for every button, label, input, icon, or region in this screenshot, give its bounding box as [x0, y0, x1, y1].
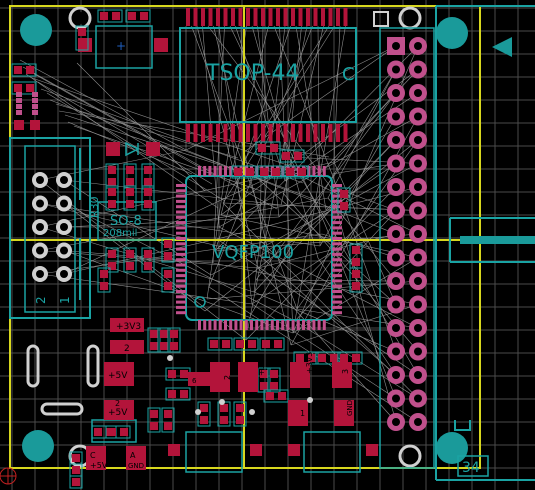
so8-sub-label: 208mil [103, 228, 137, 239]
left-connector[interactable]: 2 1 [9, 137, 91, 319]
tsop44-footprint[interactable]: TSOP-44 C [179, 8, 357, 142]
lbl-6: 6 [192, 377, 197, 385]
conn-pin1-label: 1 [58, 296, 72, 304]
diode-footprint[interactable] [106, 141, 160, 157]
lbl-1: 1 [300, 409, 305, 418]
smd-components[interactable] [11, 9, 363, 489]
slot-holes [26, 344, 100, 416]
rail-5v-c-label: +5V [90, 461, 108, 470]
tsop-label: TSOP-44 [205, 61, 299, 86]
square-pad[interactable] [373, 11, 389, 27]
mounting-hole-top-left [20, 14, 52, 46]
rail-3v3b-label: +3V3 [305, 352, 314, 374]
rail-2b-label: 2 [115, 399, 120, 408]
rail-2-label: 2 [124, 344, 130, 354]
right-header-connector[interactable]: 34 [379, 5, 535, 481]
mounting-holes[interactable] [20, 14, 468, 464]
r30-label: R30 [88, 196, 101, 218]
pin1-marker-icon [492, 37, 512, 57]
component-labels: +3V3 2 +5V +5V 2 2 +1V2 +3V3 3 1 GND C +… [86, 318, 354, 470]
vqfp100-footprint[interactable]: VQFP100 [176, 166, 342, 330]
rail-2c-label: 2 [223, 375, 232, 380]
rail-1v2-label: +1V2 [257, 354, 266, 376]
rail-5v-b-label: +5V [108, 408, 128, 418]
mounting-hole-top-right [436, 17, 468, 49]
origin-marker-icon [0, 467, 17, 485]
conn-pin2-label: 2 [34, 296, 48, 304]
rail-3-label: 3 [341, 369, 350, 374]
so8-footprint[interactable]: SO-8 208mil R30 [88, 196, 157, 241]
crystal-footprint[interactable]: + [78, 25, 168, 69]
pin34-label: 34 [462, 460, 480, 476]
rail-3v3-label: +3V3 [116, 322, 141, 332]
vqfp-label: VQFP100 [212, 242, 294, 263]
mounting-hole-bottom-left [22, 430, 54, 462]
rail-5v-a-label: +5V [108, 371, 128, 381]
c-label: C [90, 451, 96, 460]
regulator-pads[interactable] [168, 444, 378, 456]
svg-text:+: + [116, 39, 126, 53]
gnd-b-label: GND [128, 462, 144, 470]
gnd-a-label: GND [346, 400, 354, 416]
tsop-suffix-label: C [342, 64, 355, 85]
a-label: A [130, 451, 136, 460]
so8-label: SO-8 [110, 214, 142, 229]
